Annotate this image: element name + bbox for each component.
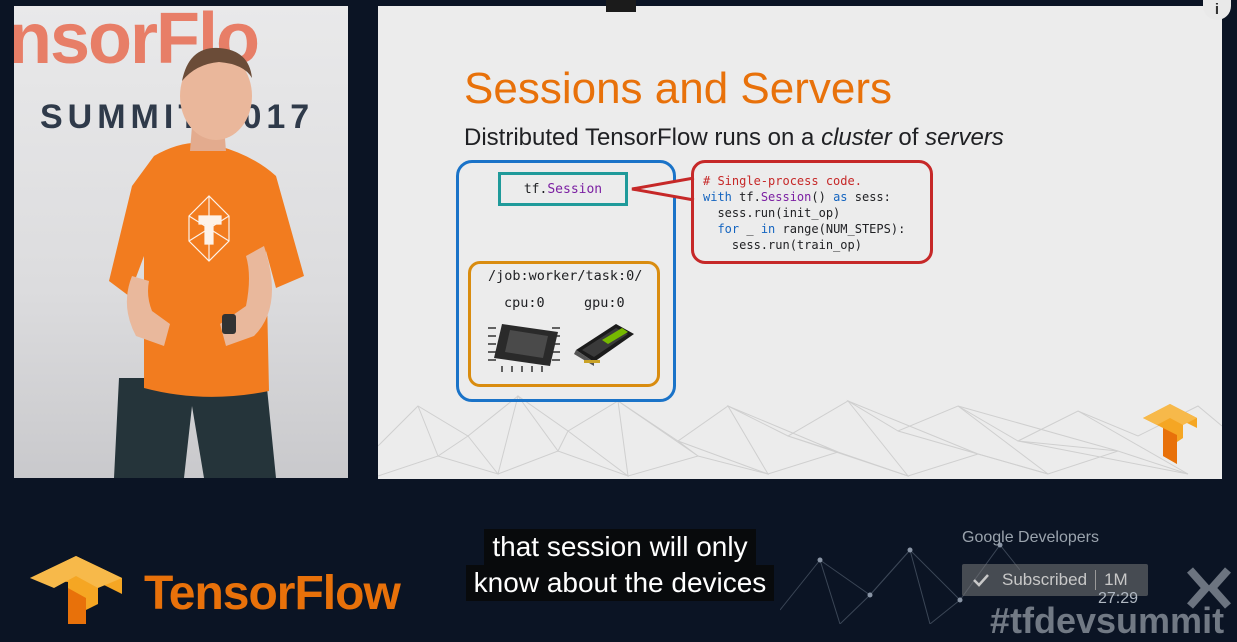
server-box (456, 160, 676, 402)
callout-pointer (631, 176, 695, 202)
cpu-label: cpu:0 (504, 295, 545, 311)
slide-subtitle: Distributed TensorFlow runs on a cluster… (464, 124, 1004, 151)
channel-logo-icon[interactable] (1186, 566, 1232, 610)
tensorflow-logo-icon (1143, 404, 1197, 464)
info-icon[interactable]: i (1203, 0, 1231, 20)
speaker-video-panel: nsorFlo SUMMIT 2017 (14, 6, 348, 478)
caption-line-1: that session will only (484, 529, 756, 565)
cpu-chip-icon (488, 324, 560, 372)
footer-brand-text: TensorFlow (144, 567, 401, 620)
session-class: Session (547, 181, 603, 197)
caption-box: that session will only know about the de… (445, 529, 795, 601)
subscriber-count: 1M (1104, 570, 1128, 589)
subscribe-label: Subscribed (1002, 570, 1088, 589)
network-pattern-decoration-bottom (780, 542, 1020, 624)
channel-name[interactable]: Google Developers (962, 529, 1099, 546)
code-callout: # Single-process code. with tf.Session()… (691, 160, 933, 264)
session-prefix: tf. (523, 181, 548, 197)
code-line-for: for _ in range(NUM_STEPS): (703, 222, 906, 236)
subscribe-button[interactable]: Subscribed 1M (962, 564, 1148, 596)
code-line-init: sess.run(init_op) (703, 206, 841, 220)
task-label: /job:worker/task:0/ (488, 268, 643, 284)
caption-line-2: know about the devices (465, 565, 775, 601)
checkmark-icon (973, 574, 989, 587)
backdrop-event-text: SUMMIT 2017 (40, 98, 315, 136)
gpu-card-icon (574, 324, 634, 366)
video-timestamp: 27:29 (1098, 590, 1139, 607)
slide-title: Sessions and Servers (464, 64, 892, 113)
presentation-slide: Sessions and Servers Distributed TensorF… (378, 6, 1222, 479)
subscribe-divider (1095, 570, 1097, 590)
fullscreen-toggle-icon[interactable] (606, 0, 636, 12)
gpu-label: gpu:0 (584, 295, 625, 311)
speaker-figure (109, 47, 304, 478)
network-pattern-decoration (378, 394, 1222, 478)
code-comment: # Single-process code. (703, 174, 862, 188)
task-box (468, 261, 660, 387)
code-line-train: sess.run(train_op) (703, 238, 862, 252)
session-box: tf.Session (498, 172, 628, 206)
code-line-with: with tf.Session() as sess: (703, 190, 891, 204)
tensorflow-brand-icon (30, 556, 122, 624)
